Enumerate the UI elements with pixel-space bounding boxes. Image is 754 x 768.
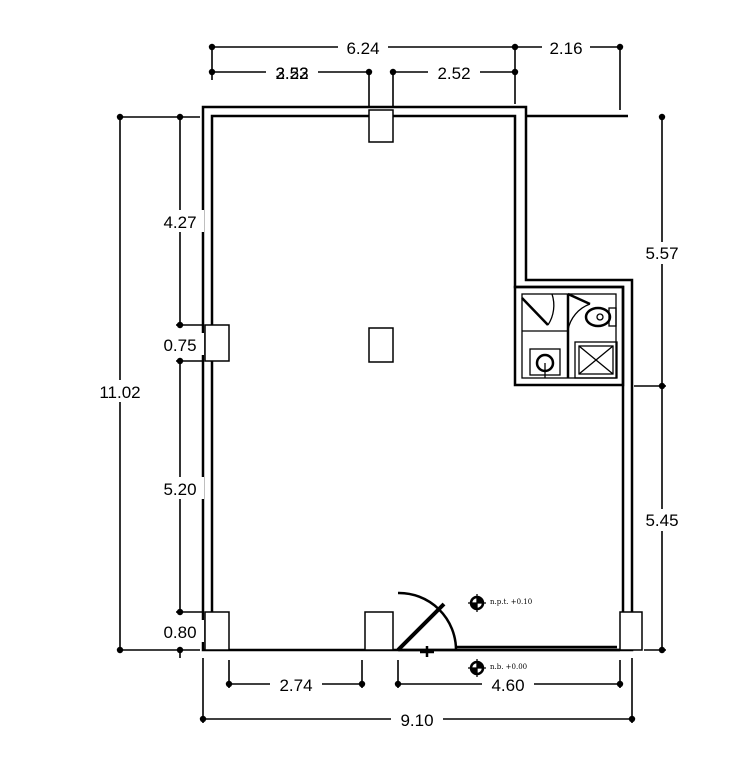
door-leaf: [396, 602, 446, 652]
toilet-icon: [584, 306, 617, 328]
base-level-label: n.b. +0.00: [490, 663, 527, 671]
dim-left-seg-3: 5.20: [163, 480, 196, 499]
dimension-labels: 6.24 2.16 2.52 3.23 2.52 11.02 4.27 0.75…: [95, 37, 686, 730]
column-left: [204, 324, 230, 362]
inner-wall: [210, 114, 625, 650]
dim-top-left-seg: 2.52: [275, 64, 308, 83]
bathroom: [513, 285, 625, 387]
finished-floor-label: n.p.t. +0.10: [490, 598, 532, 606]
bathroom-door-left[interactable]: [521, 293, 555, 326]
shower-icon: [574, 341, 618, 379]
door-swing-arc: [397, 591, 458, 651]
dim-right-lower: 5.45: [645, 511, 678, 530]
column-bottom-mid: [364, 611, 394, 651]
bathroom-enclosure: [513, 285, 625, 387]
entrance-door[interactable]: [396, 591, 620, 657]
dim-left-seg-1: 4.27: [163, 213, 196, 232]
column-bottom-right: [619, 611, 643, 651]
dim-right-upper: 5.57: [645, 244, 678, 263]
dim-left-seg-2: 0.75: [163, 336, 196, 355]
dim-bottom-right: 4.60: [491, 676, 524, 695]
dim-top-left-seg-label: 3.23: [275, 64, 308, 83]
column-bottom-left: [204, 611, 230, 651]
dim-left-total: 11.02: [99, 383, 140, 402]
dim-left-seg-4: 0.80: [163, 623, 196, 642]
dim-bottom-left: 2.74: [279, 676, 312, 695]
column-center: [368, 327, 394, 363]
dim-top-right: 2.16: [549, 39, 582, 58]
level-marker-base: n.b. +0.00: [468, 659, 527, 677]
dim-bottom-total: 9.10: [400, 711, 433, 730]
bathroom-door-right[interactable]: [567, 292, 591, 331]
sink-icon: [529, 348, 561, 378]
columns: [204, 109, 643, 651]
dim-top-total: 6.24: [346, 39, 379, 58]
column-top: [368, 109, 394, 143]
level-marker-finished-floor: n.p.t. +0.10: [468, 594, 532, 612]
dim-top-right-seg: 2.52: [437, 64, 470, 83]
